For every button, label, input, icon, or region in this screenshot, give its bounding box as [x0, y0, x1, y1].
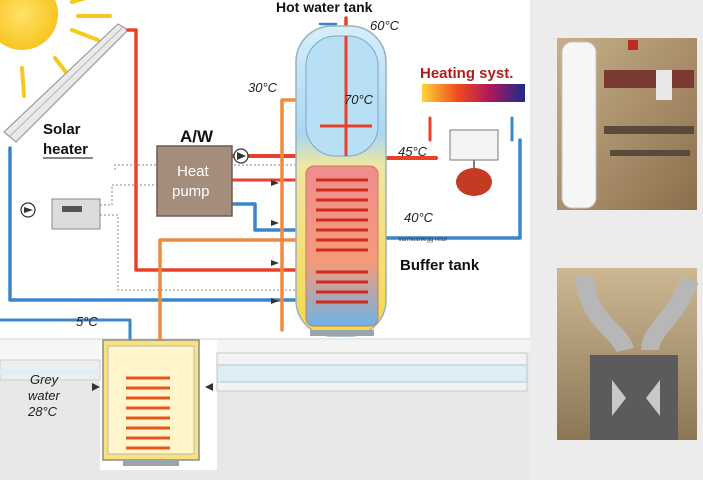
temp-5-label: 5°C	[76, 314, 98, 329]
solar-heater-label-line2: heater	[43, 141, 88, 158]
temp-60-label: 60°C	[370, 18, 400, 33]
heating-system-pipes	[378, 116, 522, 240]
installation-photo-heat-recovery	[557, 268, 699, 440]
heating-gradient-bar	[422, 84, 525, 102]
hot-water-tank-label: Hot water tank	[276, 0, 373, 15]
flow-arrows	[92, 180, 279, 391]
return-small-label: Varmeanlegg retur	[398, 237, 447, 243]
grey-water-label-line2: water	[28, 388, 60, 403]
solar-controller	[51, 198, 101, 230]
aw-label: A/W	[180, 127, 214, 146]
grey-water-tank	[102, 339, 200, 466]
heating-exchanger	[449, 129, 499, 161]
solar-heater-label-line1: Solar	[43, 121, 81, 138]
temp-30-label: 30°C	[248, 80, 278, 95]
control-wires	[100, 164, 300, 291]
temp-45-label: 45°C	[398, 144, 428, 159]
buffer-tank	[295, 25, 387, 337]
hot-water-pipes	[0, 16, 348, 342]
ground	[0, 338, 530, 480]
temp-70-label: 70°C	[344, 92, 374, 107]
temp-40-label: 40°C	[404, 210, 434, 225]
installation-photo-tanks	[557, 38, 697, 210]
solar-pump-icon	[20, 202, 36, 218]
grey-water-label-line1: Grey	[30, 372, 60, 387]
solar-loop-pipes	[8, 28, 307, 302]
heat-pump-label-line2: pump	[172, 183, 210, 200]
expansion-vessel-icon	[456, 160, 492, 196]
heat-pump-label-line1: Heat	[177, 163, 210, 180]
heating-system-label: Heating syst.	[420, 65, 513, 82]
grey-water-label-line3: 28°C	[27, 404, 58, 419]
buffer-tank-label: Buffer tank	[400, 257, 480, 274]
heat-pump-unit	[156, 145, 249, 217]
